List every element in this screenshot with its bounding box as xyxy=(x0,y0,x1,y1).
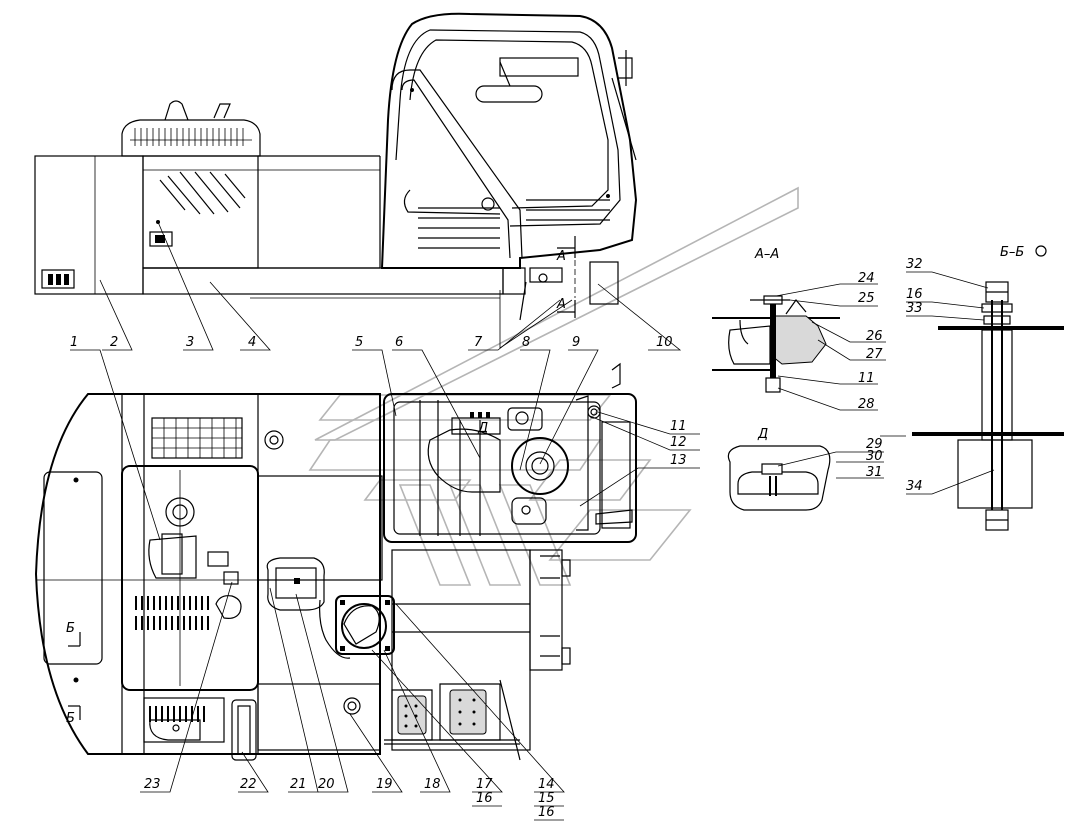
callout-13: 13 xyxy=(670,453,687,468)
callout-9: 9 xyxy=(572,335,580,350)
cab-floor-plan xyxy=(383,362,637,543)
side-view xyxy=(34,12,638,321)
callout-31: 31 xyxy=(866,465,883,480)
callout-23: 23 xyxy=(144,777,161,792)
callout-16-bb: 16 xyxy=(906,287,923,302)
callout-34: 34 xyxy=(906,479,923,494)
callout-4: 4 xyxy=(248,335,256,350)
callout-16-b: 16 xyxy=(538,805,555,820)
cut-a-top: А xyxy=(556,249,566,264)
callout-1: 1 xyxy=(70,335,78,350)
radiator-grille xyxy=(151,417,243,459)
callout-29: 29 xyxy=(866,437,883,452)
callout-5: 5 xyxy=(355,335,363,350)
cut-a-bottom: А xyxy=(556,297,566,312)
vent-slots-lower xyxy=(135,596,209,630)
callout-21: 21 xyxy=(290,777,307,792)
view-d xyxy=(727,445,831,511)
vent-slots-bottom xyxy=(149,706,205,722)
callout-33: 33 xyxy=(906,301,923,316)
section-aa-title: А–А xyxy=(754,247,779,262)
cut-b-top: Б xyxy=(66,621,75,636)
callout-2: 2 xyxy=(110,335,118,350)
callout-11-plan: 11 xyxy=(670,419,687,434)
view-d-title: Д xyxy=(757,427,768,442)
callout-18: 18 xyxy=(424,777,441,792)
callout-17: 17 xyxy=(476,777,493,792)
grille-slots xyxy=(159,171,246,215)
callout-30: 30 xyxy=(866,449,883,464)
callout-25: 25 xyxy=(858,291,875,306)
callout-16-a: 16 xyxy=(476,791,493,806)
cab xyxy=(380,12,638,269)
callout-11-section: 11 xyxy=(858,371,875,386)
callout-7: 7 xyxy=(474,335,483,350)
callout-26: 26 xyxy=(866,329,883,344)
callout-15: 15 xyxy=(538,791,555,806)
callout-32: 32 xyxy=(906,257,923,272)
callout-24: 24 xyxy=(858,271,875,286)
callout-12: 12 xyxy=(670,435,687,450)
leader-lines xyxy=(70,221,995,821)
callout-22: 22 xyxy=(240,777,257,792)
section-aa-view xyxy=(712,295,840,393)
callout-20: 20 xyxy=(318,777,335,792)
callout-19: 19 xyxy=(376,777,393,792)
callout-28: 28 xyxy=(858,397,875,412)
callout-10: 10 xyxy=(656,335,673,350)
callout-6: 6 xyxy=(395,335,403,350)
callout-8: 8 xyxy=(522,335,530,350)
callout-14: 14 xyxy=(538,777,555,792)
cut-b-bottom: Б xyxy=(66,711,75,726)
detail-d-marker: Д xyxy=(477,421,488,436)
section-bb-title: Б–Б xyxy=(1000,245,1024,260)
callout-3: 3 xyxy=(186,335,194,350)
callouts: 1 2 3 4 5 6 7 8 9 10 11 11 12 13 14 15 1… xyxy=(70,257,923,820)
section-bb-marker-icon xyxy=(1035,245,1047,257)
section-bb-view xyxy=(912,281,1064,531)
plan-view xyxy=(34,362,637,761)
callout-27: 27 xyxy=(866,347,883,362)
air-cleaner-vents xyxy=(134,128,244,146)
